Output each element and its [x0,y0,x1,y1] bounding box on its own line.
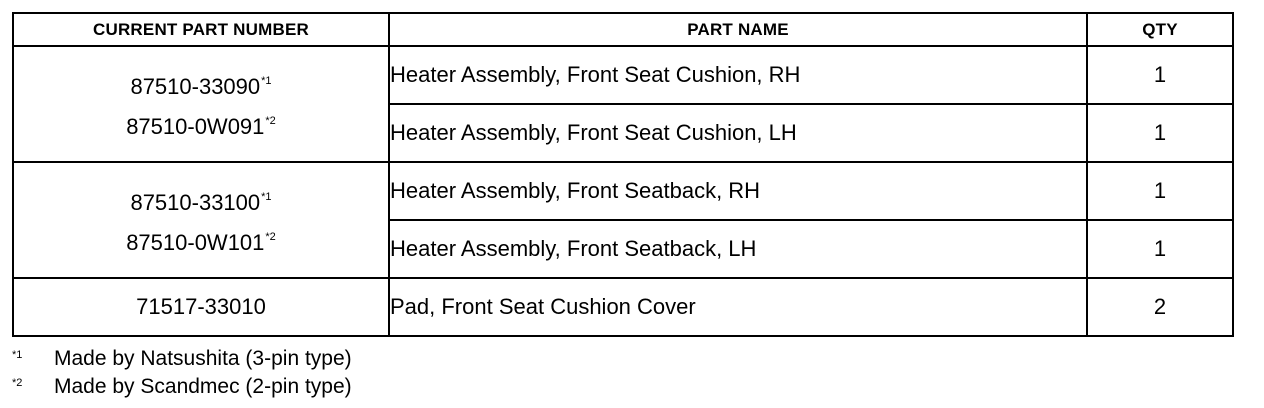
part-number: 87510-33090 [130,74,261,99]
qty-cell: 1 [1086,45,1234,105]
qty-cell: 2 [1086,277,1234,337]
header-qty: QTY [1086,12,1234,47]
part-number-cell: 71517-33010 [12,277,390,337]
part-name-cell: Heater Assembly, Front Seatback, LH [388,219,1088,279]
table-row: 87510-33090*1 87510-0W091*2 Heater Assem… [12,45,1234,163]
table-row: 87510-33100*1 87510-0W101*2 Heater Assem… [12,161,1234,279]
part-name-cell: Pad, Front Seat Cushion Cover [388,277,1088,337]
footnote-ref: *1 [261,75,272,87]
part-number: 71517-33010 [136,294,266,319]
footnote-text: Made by Natsushita (3-pin type) [54,347,352,370]
part-name-cell: Heater Assembly, Front Seatback, RH [388,161,1088,221]
part-number: 87510-0W091 [126,114,265,139]
table-row: Heater Assembly, Front Seat Cushion, LH … [13,103,1234,163]
part-number: 87510-0W101 [126,230,265,255]
header-part-name: PART NAME [388,12,1088,47]
footnote-mark: *2 [12,377,23,389]
footnote-ref: *1 [261,191,272,203]
qty-cell: 1 [1086,161,1234,221]
qty-cell: 1 [1086,103,1234,163]
footnote-mark: *1 [12,349,23,361]
part-number: 87510-33100 [130,190,261,215]
footnote-ref: *2 [265,115,276,127]
qty-cell: 1 [1086,219,1234,279]
header-part-number: CURRENT PART NUMBER [12,12,390,47]
parts-table: CURRENT PART NUMBER PART NAME QTY 87510-… [12,12,1234,337]
table-row: 71517-33010 Pad, Front Seat Cushion Cove… [12,277,1234,337]
part-name-cell: Heater Assembly, Front Seat Cushion, RH [388,45,1088,105]
footnote-text: Made by Scandmec (2-pin type) [54,375,352,398]
header-row: CURRENT PART NUMBER PART NAME QTY [12,12,1234,47]
footnote-ref: *2 [265,231,276,243]
footnotes: *1 Made by Natsushita (3-pin type) *2 Ma… [12,345,352,401]
part-number-cell: 87510-33100*1 87510-0W101*2 [12,161,390,279]
footnote: *1 Made by Natsushita (3-pin type) [12,345,352,373]
table-row: Heater Assembly, Front Seatback, LH 1 [13,219,1234,279]
part-number-cell: 87510-33090*1 87510-0W091*2 [12,45,390,163]
footnote: *2 Made by Scandmec (2-pin type) [12,373,352,401]
part-name-cell: Heater Assembly, Front Seat Cushion, LH [388,103,1088,163]
